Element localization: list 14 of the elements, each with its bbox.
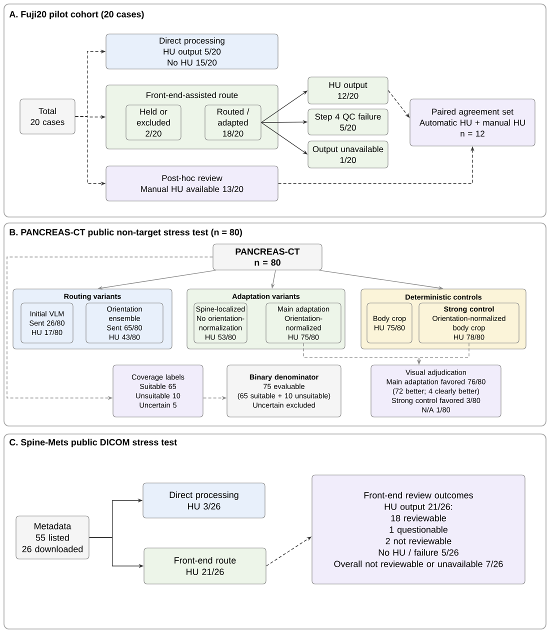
- process-box: Front-end route HU 21/26: [144, 548, 266, 584]
- process-box: Held or excluded 2/20: [126, 104, 182, 140]
- process-box: Paired agreement set Automatic HU + manual HU n = 12: [410, 98, 536, 146]
- process-box: Output unavailable 1/20: [308, 140, 388, 168]
- process-box: Metadata 55 listed 26 downloaded: [16, 516, 90, 560]
- process-box: Direct processing HU 3/26: [142, 482, 266, 518]
- process-box: Total 20 cases: [20, 98, 76, 134]
- process-box: Routed / adapted 18/20: [204, 104, 262, 140]
- process-box: PANCREAS-CT n = 80: [212, 244, 322, 270]
- process-box: Step 4 QC failure 5/20: [308, 108, 388, 136]
- process-box: Direct processing HU output 5/20 No HU 15/20: [106, 34, 278, 70]
- process-box: Post-hoc review Manual HU available 13/20: [106, 166, 278, 202]
- process-box: Front-end review outcomes HU output 21/26: 18 reviewable 1 questionable 2 not reviewable No HU / failure 5/26 Overall not reviewable or unavailable 7/26: [312, 474, 526, 584]
- process-box: HU output 12/20: [308, 76, 388, 104]
